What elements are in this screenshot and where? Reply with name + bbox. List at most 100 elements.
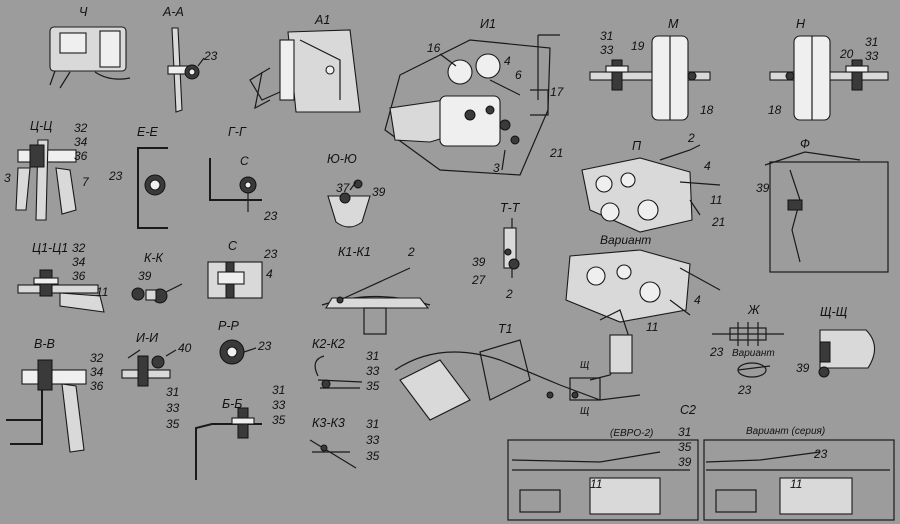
view-zh-title: Ж bbox=[747, 303, 761, 317]
view-n-label-20: 20 bbox=[839, 47, 854, 61]
view-ts1-label-36: 36 bbox=[72, 269, 86, 283]
view-i1-label-3: 3 bbox=[493, 161, 500, 175]
view-ii: И-И 40 31 33 35 bbox=[121, 331, 192, 431]
view-k1-label-2: 2 bbox=[407, 245, 415, 259]
lower-right-label-11: 11 bbox=[646, 320, 658, 334]
view-m-title: М bbox=[668, 17, 679, 31]
view-f-title: Ф bbox=[800, 137, 810, 151]
view-tsts-label-3: 3 bbox=[4, 171, 11, 185]
view-yuyu-label-37: 37 bbox=[336, 181, 351, 195]
view-aa: А-А 23 bbox=[162, 5, 218, 113]
view-m-label-18: 18 bbox=[700, 103, 714, 117]
view-i1-label-21: 21 bbox=[549, 146, 563, 160]
view-bb-label-33: 33 bbox=[272, 398, 286, 412]
view-gg-label-23: 23 bbox=[263, 209, 278, 223]
view-p: П 2 4 11 21 bbox=[581, 131, 725, 233]
view-k3-title: К3-К3 bbox=[312, 416, 345, 430]
view-i1: И1 16 4 6 17 21 3 bbox=[384, 17, 565, 176]
view-ch-title: Ч bbox=[79, 5, 88, 19]
view-f: Ф 39 bbox=[756, 137, 889, 273]
view-p-title: П bbox=[632, 139, 642, 153]
view-ts1-title: Ц1-Ц1 bbox=[32, 241, 68, 255]
view-c2-label-11: 11 bbox=[590, 477, 602, 491]
view-vv-label-36: 36 bbox=[90, 379, 104, 393]
view-c2-label-11b: 11 bbox=[790, 477, 802, 491]
view-aa-title: А-А bbox=[162, 5, 184, 19]
view-variant-block: Вариант 4 11 bbox=[565, 233, 721, 334]
view-vv: В-В 32 34 36 bbox=[6, 337, 104, 453]
view-c2-label-23: 23 bbox=[813, 447, 828, 461]
view-k1: К1-К1 2 bbox=[321, 245, 431, 335]
view-tsts-label-32: 32 bbox=[74, 121, 88, 135]
view-i1-label-4: 4 bbox=[504, 54, 511, 68]
view-i1-title: И1 bbox=[480, 17, 496, 31]
view-zh-variant: Вариант bbox=[732, 348, 775, 359]
view-kk-title: К-К bbox=[144, 251, 164, 265]
view-f-label-39: 39 bbox=[756, 181, 770, 195]
view-a1: А1 bbox=[249, 13, 361, 113]
variant-label: Вариант bbox=[600, 233, 651, 247]
view-ee-label-23: 23 bbox=[108, 169, 123, 183]
view-tt-title: Т-Т bbox=[500, 201, 521, 215]
view-rr-title: Р-Р bbox=[218, 319, 240, 333]
view-c2-variant-series: Вариант (серия) bbox=[746, 426, 825, 437]
view-vv-label-32: 32 bbox=[90, 351, 104, 365]
view-ii-label-40: 40 bbox=[178, 341, 192, 355]
view-tt-label-27: 27 bbox=[471, 273, 487, 287]
view-p-label-4: 4 bbox=[704, 159, 711, 173]
view-c-label-4: 4 bbox=[266, 267, 273, 281]
view-zh-label-23a: 23 bbox=[709, 345, 724, 359]
view-n: Н 18 20 31 33 bbox=[768, 17, 889, 121]
view-kk-label-39: 39 bbox=[138, 269, 152, 283]
view-ee-title: Е-Е bbox=[137, 125, 159, 139]
view-tt-label-2: 2 bbox=[505, 287, 513, 301]
view-tsts-label-7: 7 bbox=[82, 175, 90, 189]
view-yuyu-title: Ю-Ю bbox=[327, 152, 357, 166]
view-tsts-label-36: 36 bbox=[74, 149, 88, 163]
view-tsts: Ц-Ц 32 34 36 3 7 bbox=[4, 119, 90, 221]
view-t1: Т1 Щ Щ bbox=[394, 309, 641, 421]
view-k1-title: К1-К1 bbox=[338, 245, 371, 259]
view-k2: К2-К2 31 33 35 bbox=[312, 337, 380, 393]
view-ii-label-35: 35 bbox=[166, 417, 180, 431]
view-i1-label-17: 17 bbox=[550, 85, 565, 99]
view-zh: Ж 23 Вариант 23 bbox=[709, 303, 784, 397]
view-k2-label-33: 33 bbox=[366, 364, 380, 378]
view-k2-label-31: 31 bbox=[366, 349, 379, 363]
view-t1-label-sh1: Щ bbox=[580, 360, 589, 371]
view-ii-label-31: 31 bbox=[166, 385, 179, 399]
view-bb: Б-Б 31 33 35 bbox=[195, 383, 286, 480]
view-i1-label-6: 6 bbox=[515, 68, 522, 82]
view-yuyu-label-39: 39 bbox=[372, 185, 386, 199]
view-rr: Р-Р 23 bbox=[218, 319, 272, 365]
view-k2-label-35: 35 bbox=[366, 379, 380, 393]
view-c2-label-35: 35 bbox=[678, 440, 692, 454]
view-ch: Ч bbox=[49, 5, 131, 89]
view-c2-title: С2 bbox=[680, 403, 696, 417]
view-ts1-label-34: 34 bbox=[72, 255, 86, 269]
view-p-label-2: 2 bbox=[687, 131, 695, 145]
view-c2-label-31: 31 bbox=[678, 425, 691, 439]
view-gg-sub: С bbox=[240, 154, 249, 168]
view-p-label-21: 21 bbox=[711, 215, 725, 229]
view-shsh: Щ-Щ 39 bbox=[796, 305, 876, 378]
view-tt: Т-Т 39 27 2 bbox=[471, 201, 521, 301]
view-ts1: Ц1-Ц1 32 34 36 11 bbox=[17, 241, 108, 313]
view-m-label-31: 31 bbox=[600, 29, 613, 43]
view-gg-title: Г-Г bbox=[228, 125, 247, 139]
view-zh-label-23b: 23 bbox=[737, 383, 752, 397]
view-c: С 23 4 bbox=[207, 239, 278, 299]
view-n-label-31: 31 bbox=[865, 35, 878, 49]
view-n-title: Н bbox=[796, 17, 806, 31]
view-shsh-title: Щ-Щ bbox=[820, 305, 848, 319]
view-a1-title: А1 bbox=[314, 13, 330, 27]
view-c2-euro: (ЕВРО-2) bbox=[610, 428, 653, 439]
view-t1-title: Т1 bbox=[498, 322, 513, 336]
view-bb-label-31: 31 bbox=[272, 383, 285, 397]
view-bb-title: Б-Б bbox=[222, 397, 242, 411]
view-m: М 31 33 19 18 bbox=[589, 17, 714, 121]
view-ii-label-33: 33 bbox=[166, 401, 180, 415]
view-ts1-label-32: 32 bbox=[72, 241, 86, 255]
